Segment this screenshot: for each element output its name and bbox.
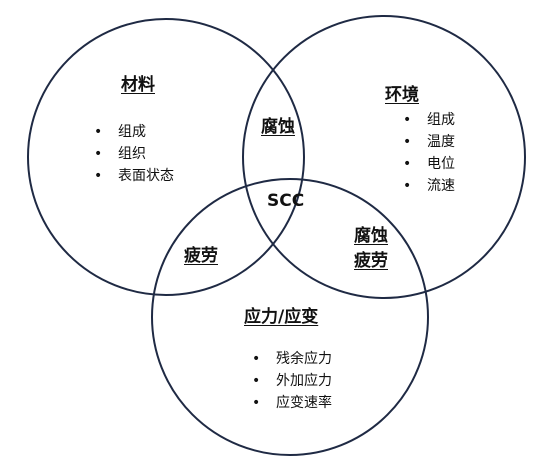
- stress-list: 残余应力 外加应力 应变速率: [252, 348, 332, 414]
- environment-list: 组成 温度 电位 流速: [403, 109, 455, 197]
- material-heading: 材料: [121, 75, 155, 95]
- overlap-material-environment-label: 腐蚀: [261, 117, 295, 137]
- stress-circle: [151, 178, 429, 456]
- material-circle: [27, 18, 305, 296]
- environment-item: 组成: [403, 109, 455, 131]
- overlap-environment-stress-label-line1: 腐蚀: [354, 226, 388, 246]
- material-item: 表面状态: [94, 165, 174, 187]
- environment-item: 温度: [403, 131, 455, 153]
- stress-heading: 应力/应变: [244, 307, 319, 327]
- overlap-material-stress-label: 疲劳: [184, 246, 218, 266]
- stress-item: 应变速率: [252, 392, 332, 414]
- stress-item: 残余应力: [252, 348, 332, 370]
- center-scc-label: SCC: [267, 191, 305, 211]
- material-item: 组成: [94, 121, 174, 143]
- environment-circle: [242, 15, 526, 299]
- environment-item: 流速: [403, 175, 455, 197]
- material-list: 组成 组织 表面状态: [94, 121, 174, 187]
- stress-item: 外加应力: [252, 370, 332, 392]
- environment-item: 电位: [403, 153, 455, 175]
- environment-heading: 环境: [385, 85, 419, 105]
- material-item: 组织: [94, 143, 174, 165]
- overlap-environment-stress-label-line2: 疲劳: [354, 251, 388, 271]
